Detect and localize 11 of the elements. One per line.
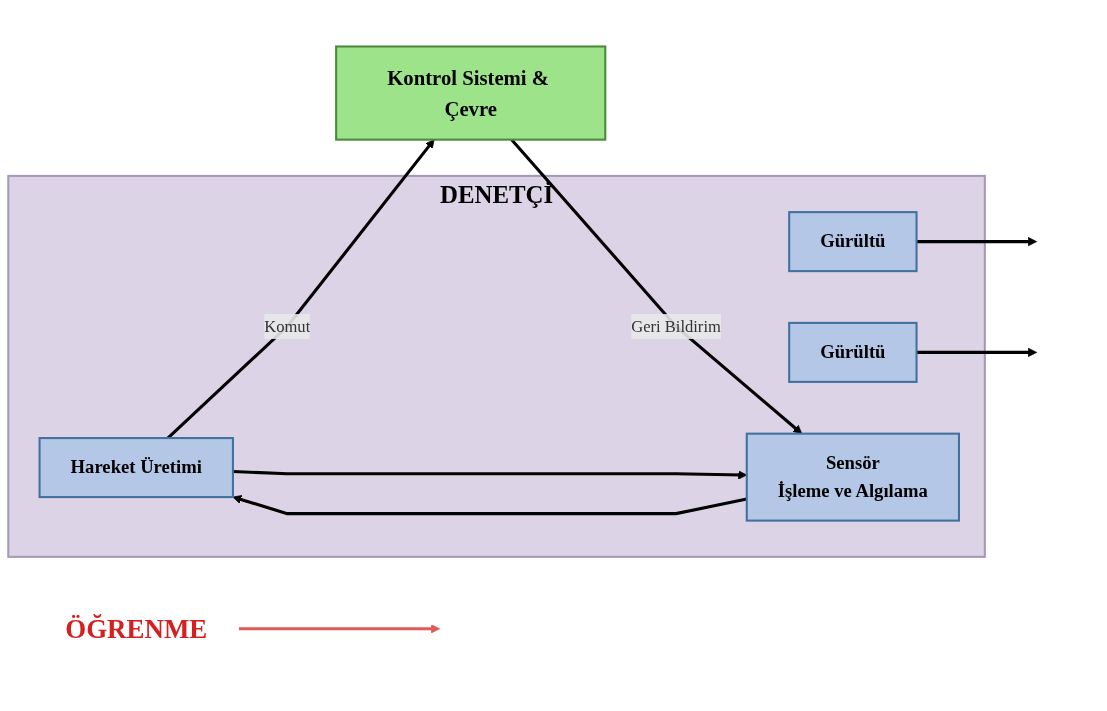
node-box: Kontrol Sistemi & Çevre (335, 45, 607, 141)
edge-label: Komut (264, 317, 311, 335)
node-text: ÖĞRENME (65, 613, 208, 644)
arrow (238, 624, 441, 634)
node-box: Gürültü (788, 321, 918, 383)
node-box: Sensör İşleme ve Algılama (745, 432, 960, 522)
node-box: Gürültü (788, 211, 918, 273)
edge-label: Geri Bildirim (631, 317, 721, 335)
node-box: Hareket Üretimi (38, 437, 234, 499)
arrow (916, 237, 1037, 247)
arrow (916, 347, 1037, 357)
